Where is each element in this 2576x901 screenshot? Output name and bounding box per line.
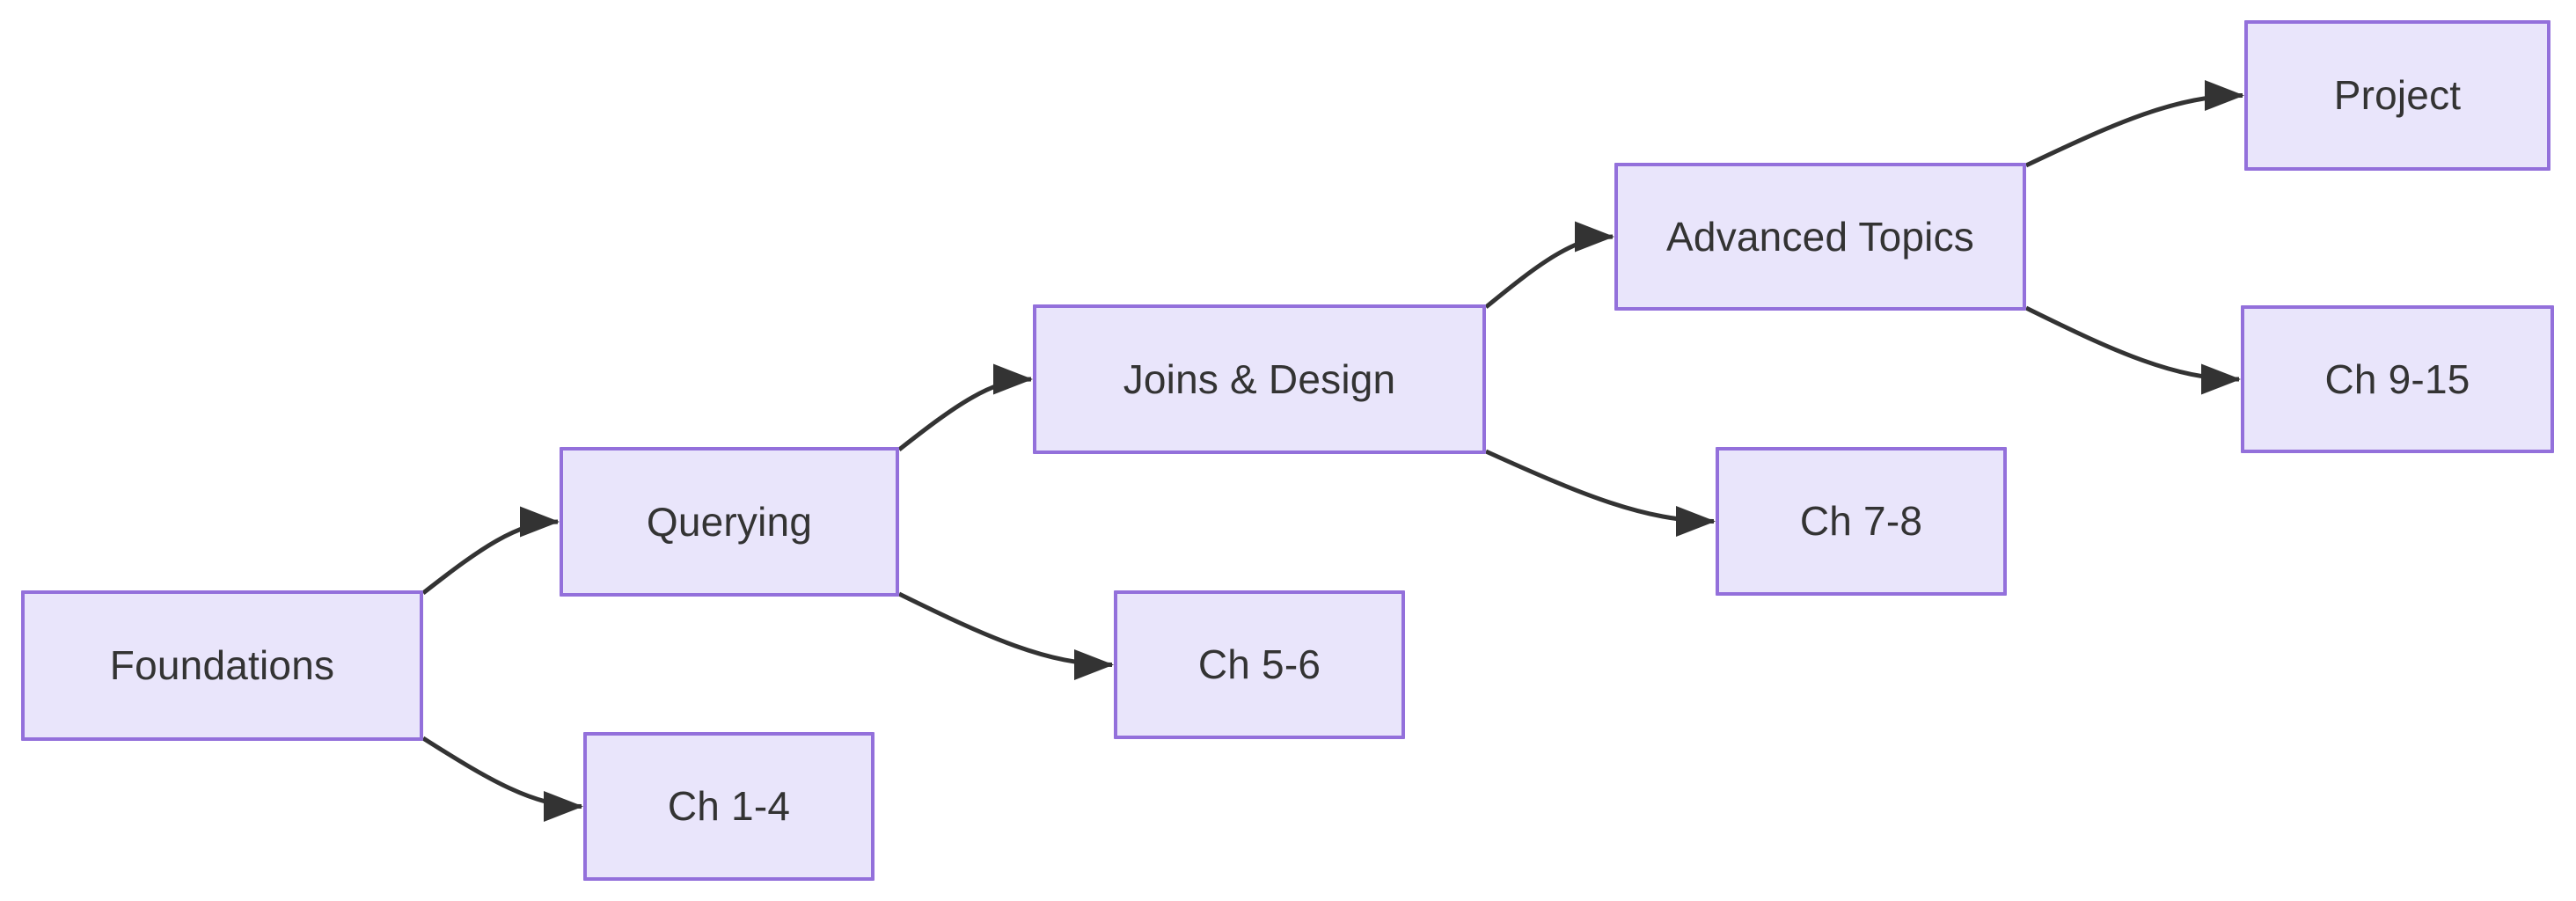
node-label-querying: Querying	[646, 498, 813, 545]
node-project[interactable]: Project	[2244, 20, 2550, 171]
node-label-advanced-topics: Advanced Topics	[1666, 213, 1974, 260]
node-querying[interactable]: Querying	[560, 447, 899, 597]
node-ch1-4[interactable]: Ch 1-4	[583, 732, 875, 881]
node-joins-design[interactable]: Joins & Design	[1033, 304, 1486, 454]
node-label-ch5-6: Ch 5-6	[1197, 641, 1321, 688]
edge-foundations-to-querying	[421, 506, 560, 595]
node-ch5-6[interactable]: Ch 5-6	[1114, 590, 1405, 739]
edge-advanced-topics-to-project	[2024, 80, 2244, 168]
node-label-ch9-15: Ch 9-15	[2324, 355, 2470, 402]
node-label-joins-design: Joins & Design	[1123, 355, 1396, 402]
edge-joins-design-to-advanced-topics	[1484, 221, 1614, 309]
edge-querying-to-ch5-6	[897, 591, 1114, 680]
node-label-foundations: Foundations	[109, 642, 335, 689]
node-ch9-15[interactable]: Ch 9-15	[2241, 305, 2554, 453]
node-label-project: Project	[2333, 72, 2462, 119]
edge-querying-to-joins-design	[897, 363, 1033, 451]
edge-joins-design-to-ch7-8	[1484, 449, 1716, 537]
edge-advanced-topics-to-ch9-15	[2024, 305, 2241, 395]
node-advanced-topics[interactable]: Advanced Topics	[1614, 163, 2026, 311]
edge-foundations-to-ch1-4	[421, 736, 583, 822]
node-label-ch7-8: Ch 7-8	[1799, 498, 1923, 545]
node-foundations[interactable]: Foundations	[21, 590, 423, 741]
node-label-ch1-4: Ch 1-4	[667, 783, 791, 830]
node-ch7-8[interactable]: Ch 7-8	[1716, 447, 2007, 596]
